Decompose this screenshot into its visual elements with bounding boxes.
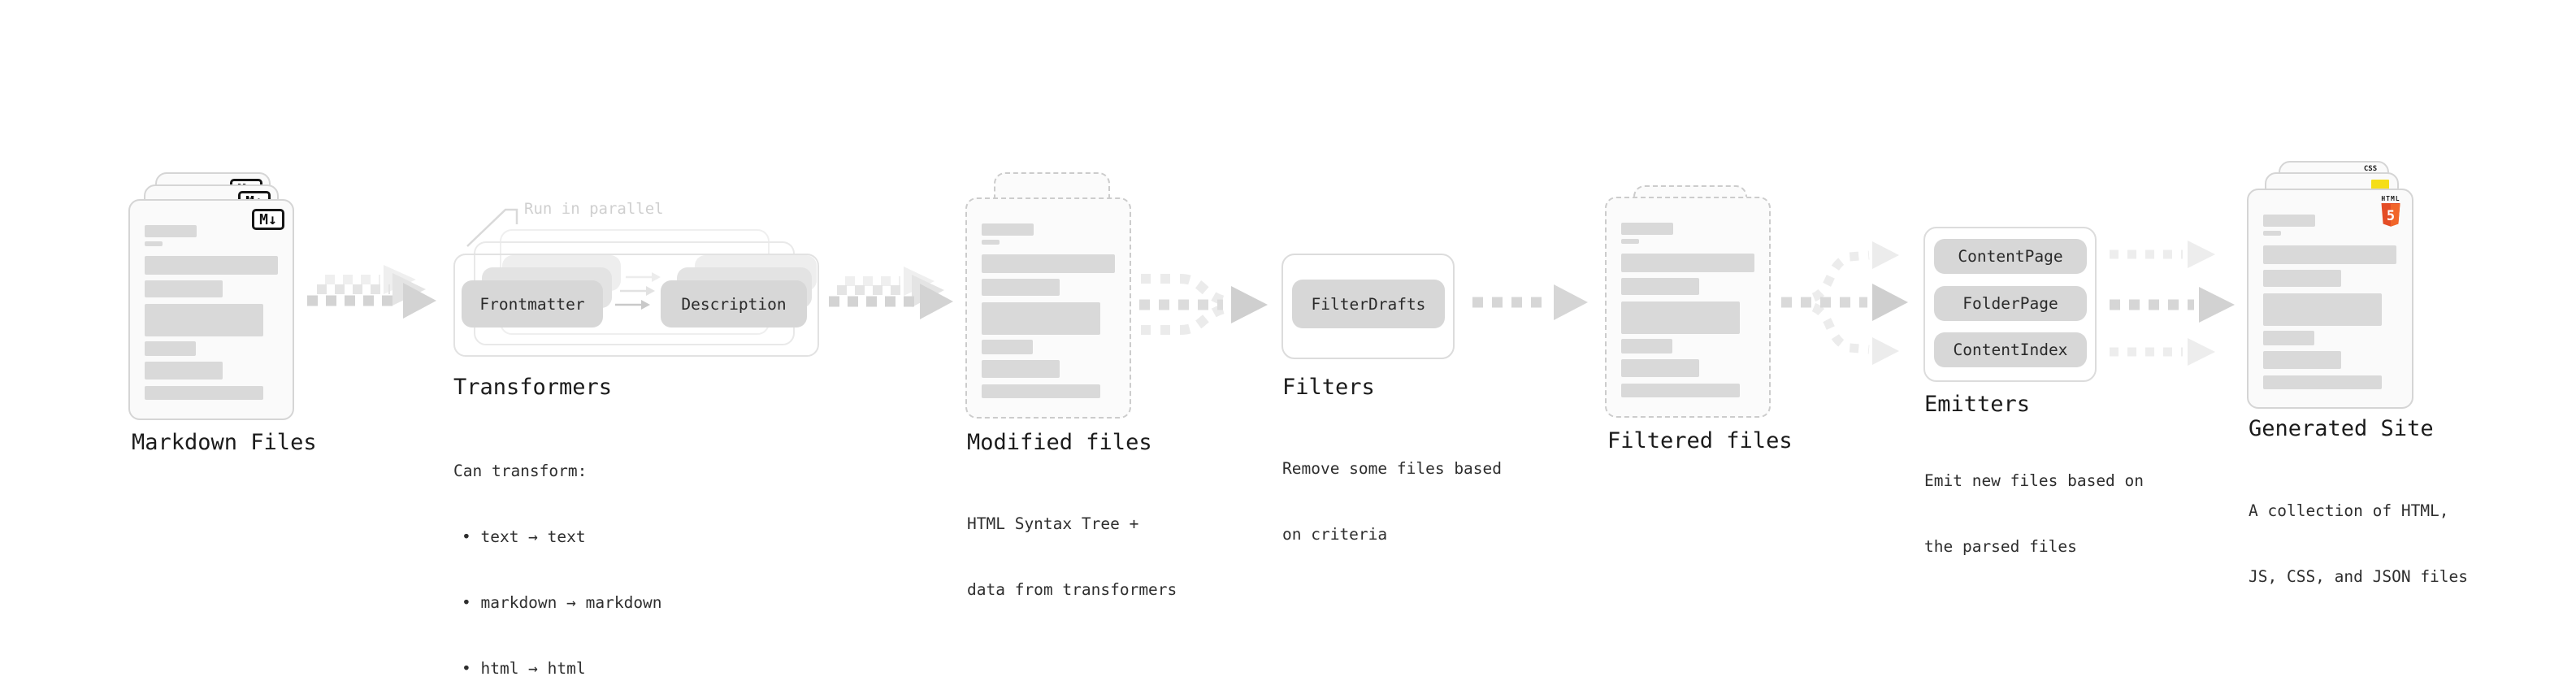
text-bar	[1621, 254, 1754, 272]
svg-text:5: 5	[2387, 208, 2395, 224]
text-bar	[2263, 293, 2382, 326]
filters-description: Remove some files based on criteria	[1282, 414, 1502, 589]
emitters-desc-line1: Emit new files based on	[1924, 471, 2144, 490]
markdown-file-card: M↓	[128, 199, 294, 420]
text-bar	[982, 360, 1060, 378]
text-bar	[145, 280, 223, 297]
can-transform-heading: Can transform:	[453, 462, 588, 480]
text-bar	[2263, 215, 2315, 227]
text-bar	[2263, 231, 2281, 236]
markdown-icon-letter: M	[259, 210, 268, 228]
generated-site-title: Generated Site	[2249, 416, 2434, 441]
filters-desc-line1: Remove some files based	[1282, 459, 1503, 478]
text-bar	[982, 223, 1034, 236]
text-bar	[145, 386, 263, 400]
contentpage-pill: ContentPage	[1934, 239, 2087, 274]
markdown-files-title: Markdown Files	[132, 430, 317, 455]
transformer-frame	[453, 254, 819, 357]
generated-desc-line1: A collection of HTML,	[2249, 501, 2449, 520]
document-text-placeholder	[130, 201, 293, 419]
frontmatter-pill: Frontmatter	[462, 280, 603, 327]
html5-icon-label: HTML	[2381, 195, 2400, 202]
text-bar	[1621, 278, 1699, 295]
arrow-modified-to-filters-merge	[1139, 274, 1268, 335]
modified-files-title: Modified files	[967, 430, 1152, 455]
markdown-icon-arrow: ↓	[268, 210, 277, 228]
generated-desc-line2: JS, CSS, and JSON files	[2249, 567, 2469, 586]
text-bar	[145, 225, 197, 237]
emitters-description: Emit new files based on the parsed files	[1924, 426, 2144, 601]
js-icon	[2371, 180, 2389, 191]
generated-site-description: A collection of HTML, JS, CSS, and JSON …	[2249, 456, 2468, 631]
text-bar	[982, 302, 1100, 335]
text-bar	[982, 340, 1033, 354]
text-bar	[2263, 331, 2314, 345]
transform-bullet-html: • html → html	[462, 659, 586, 678]
text-bar	[982, 240, 1000, 245]
text-bar	[145, 256, 278, 275]
html5-shield: 5	[2381, 203, 2400, 227]
arrow-transformers-to-modified	[829, 267, 953, 319]
run-in-parallel-label: Run in parallel	[524, 200, 664, 218]
text-bar	[2263, 270, 2341, 287]
transform-bullet-markdown: • markdown → markdown	[462, 593, 662, 612]
document-text-placeholder	[1607, 198, 1769, 416]
text-bar	[145, 304, 263, 336]
modified-desc-line2: data from transformers	[967, 580, 1177, 599]
transform-bullet-text: • text → text	[462, 527, 586, 546]
text-bar	[145, 241, 163, 246]
filters-title: Filters	[1282, 375, 1375, 400]
text-bar	[982, 279, 1060, 296]
emitters-desc-line2: the parsed files	[1924, 537, 2077, 556]
emitters-title: Emitters	[1924, 392, 2031, 417]
text-bar	[1621, 239, 1639, 244]
filters-desc-line2: on criteria	[1282, 525, 1388, 544]
modified-files-description: HTML Syntax Tree + data from transformer…	[967, 469, 1177, 644]
text-bar	[1621, 223, 1673, 235]
text-bar	[2263, 375, 2382, 389]
text-bar	[145, 341, 196, 356]
text-bar	[2263, 351, 2341, 369]
description-pill: Description	[661, 280, 807, 327]
html5-icon: HTML 5	[2379, 195, 2402, 227]
text-bar	[1621, 359, 1699, 377]
text-bar	[1621, 339, 1672, 354]
markdown-icon: M↓	[252, 209, 284, 230]
modified-desc-line1: HTML Syntax Tree +	[967, 514, 1139, 533]
arrow-filtered-to-emitters-fanout	[1781, 241, 1908, 365]
folderpage-pill: FolderPage	[1934, 286, 2087, 321]
transformers-title: Transformers	[453, 375, 613, 400]
arrow-emitters-to-generated	[2110, 241, 2235, 366]
text-bar	[1621, 301, 1740, 334]
transformers-description: Can transform: • text → text • markdown …	[453, 416, 662, 681]
filtered-files-title: Filtered files	[1607, 428, 1793, 453]
text-bar	[145, 362, 223, 380]
arrow-markdown-to-transformers	[307, 265, 436, 319]
css-icon-label: CSS	[2363, 165, 2378, 173]
document-text-placeholder	[967, 199, 1130, 417]
filtered-file-card	[1605, 197, 1771, 418]
modified-file-card	[965, 197, 1131, 419]
arrow-filters-to-filtered	[1472, 284, 1588, 320]
text-bar	[982, 254, 1115, 273]
filterdrafts-pill: FilterDrafts	[1292, 280, 1445, 328]
generated-file-card: HTML 5	[2247, 189, 2413, 409]
contentindex-pill: ContentIndex	[1934, 332, 2087, 367]
document-text-placeholder	[2249, 190, 2412, 407]
text-bar	[982, 384, 1100, 398]
text-bar	[2263, 245, 2396, 264]
text-bar	[1621, 384, 1740, 397]
